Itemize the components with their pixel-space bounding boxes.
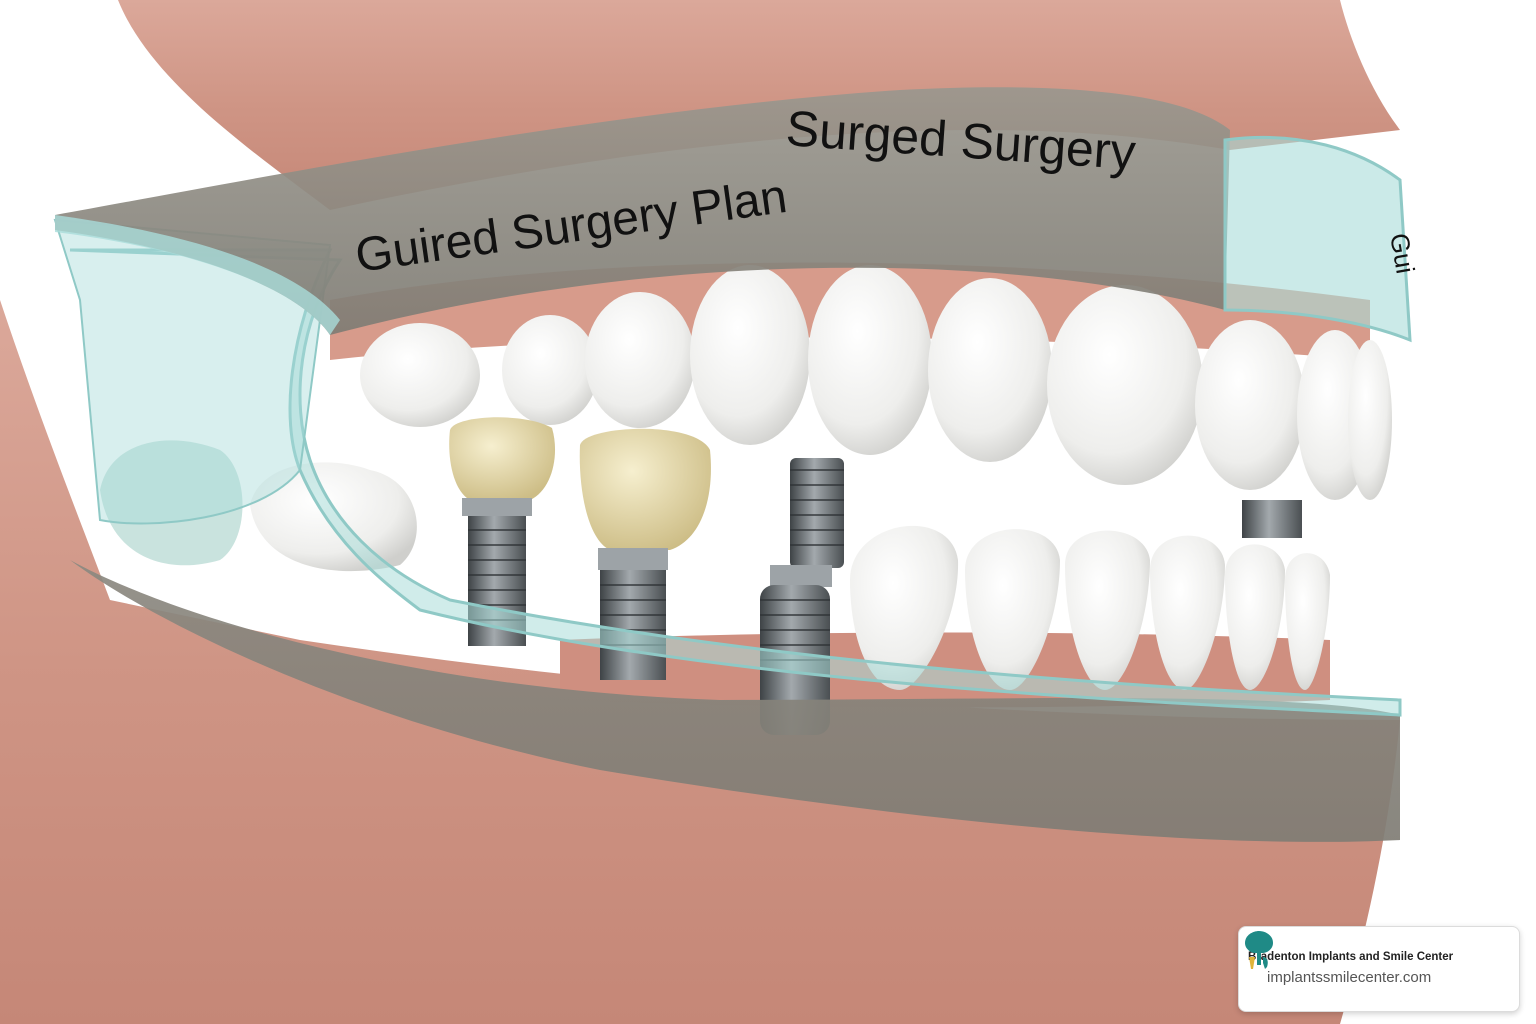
upper-guide-band: [55, 87, 1230, 335]
watermark-badge: Bradenton Implants and Smile Center impl…: [1238, 926, 1520, 1012]
clinic-url: implantssmilecenter.com: [1267, 969, 1432, 986]
upper-guide-glass-edge: [1223, 135, 1412, 343]
implant-4: [1242, 500, 1302, 538]
guide-label-side: Gui: [1384, 231, 1421, 276]
tree-tooth-logo-icon: [1245, 931, 1273, 969]
lower-guide-glass: [69, 248, 1402, 717]
implant-2: [579, 428, 711, 680]
upper-guide-rim: [55, 215, 340, 335]
upper-teeth: [360, 265, 1392, 500]
clinic-name: Bradenton Implants and Smile Center: [1248, 951, 1454, 963]
guide-left-side: [53, 218, 332, 525]
lower-guide-band: [70, 250, 1400, 842]
lower-teeth: [100, 440, 1330, 690]
lower-gum: [0, 300, 1400, 1024]
